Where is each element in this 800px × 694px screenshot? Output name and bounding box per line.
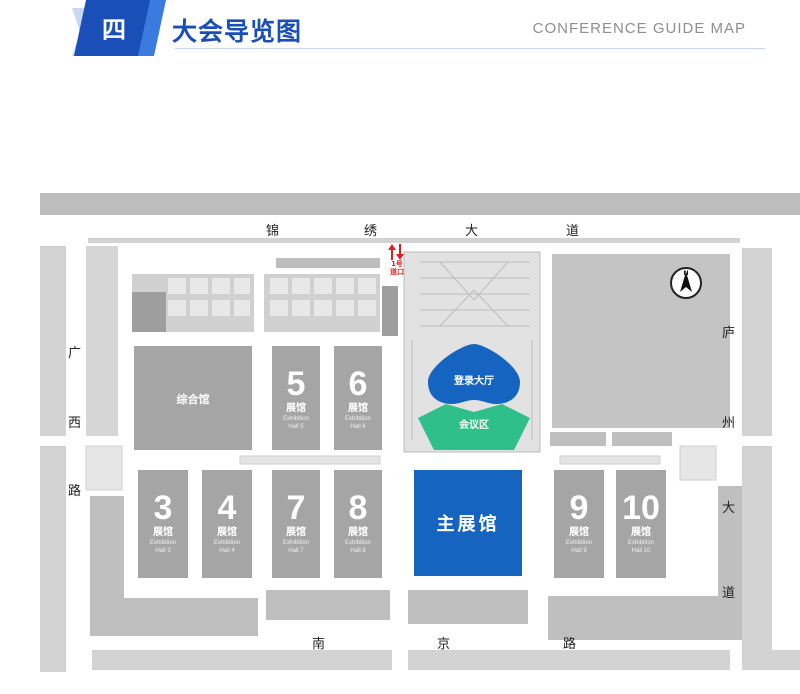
hall-8 [334, 470, 382, 578]
hall-10 [616, 470, 666, 578]
south-strip-1 [92, 650, 392, 670]
east-strip [742, 248, 772, 436]
entrance-label-line1: 1号 [391, 260, 403, 268]
road-south-1: 南 [312, 637, 326, 652]
hall-5 [272, 346, 320, 450]
hall-9-number: 9 [569, 489, 589, 527]
main-hall [414, 470, 522, 576]
conference-area-shape [418, 404, 530, 450]
east-block-b [679, 445, 717, 481]
road-west-3: 路 [68, 484, 82, 499]
comprehensive-hall-label: 综合馆 [176, 393, 210, 406]
road-north-3: 大 [465, 224, 479, 239]
hall-7-zh: 展馆 [286, 527, 306, 538]
hall-4 [202, 470, 252, 578]
hall-8-en1: Exhibition [344, 540, 371, 546]
southeast-block [548, 486, 742, 640]
hall-10-en1: Exhibition [627, 540, 654, 546]
hall-7-en2: Hall 7 [288, 548, 304, 554]
hall-8-number: 8 [348, 489, 368, 527]
hall-5-en2: Hall 5 [288, 424, 304, 430]
page-subtitle: CONFERENCE GUIDE MAP [532, 20, 746, 37]
header-divider [175, 48, 765, 49]
hall-3-label: 3 展馆 Exhibition Hall 3 [138, 490, 188, 555]
hall-7 [272, 470, 320, 578]
road-east-1: 庐 [722, 326, 736, 341]
hall-5-zh: 展馆 [286, 403, 306, 414]
hall-9-en2: Hall 9 [571, 548, 587, 554]
hall-6-zh: 展馆 [348, 403, 368, 414]
hall-6-en1: Exhibition [344, 416, 371, 422]
west-strip [40, 246, 66, 436]
page-title: 大会导览图 [172, 17, 303, 46]
road-south-2: 京 [437, 637, 451, 652]
entrance-label-line2: 道口 [390, 268, 404, 276]
hall-9-label: 9 展馆 Exhibition Hall 9 [554, 490, 604, 555]
road-east-4: 道 [722, 586, 736, 601]
hall-3-en2: Hall 3 [155, 548, 171, 554]
hall-7-label: 7 展馆 Exhibition Hall 7 [272, 490, 320, 555]
road-west-1: 广 [68, 346, 82, 361]
hall-10-number: 10 [622, 489, 660, 527]
road-north-4: 道 [566, 224, 580, 239]
road-west-2: 西 [68, 416, 82, 431]
hall-3-number: 3 [153, 489, 173, 527]
hall-6 [334, 346, 382, 450]
north-road-band [40, 193, 800, 215]
hall-6-number: 6 [348, 365, 368, 403]
hall-10-en2: Hall 10 [631, 548, 651, 554]
hall-4-number: 4 [217, 489, 237, 527]
hall-5-en1: Exhibition [282, 416, 309, 422]
hall-3-en1: Exhibition [149, 540, 176, 546]
east-strip-2 [742, 446, 772, 656]
hall-8-zh: 展馆 [348, 527, 368, 538]
hall-7-number: 7 [286, 489, 306, 527]
hall-3 [138, 470, 188, 578]
hall-10-label: 10 展馆 Exhibition Hall 10 [616, 490, 666, 555]
hall-8-label: 8 展馆 Exhibition Hall 8 [334, 490, 382, 555]
header-banner-shape [72, 0, 166, 56]
entrance-arrows [388, 244, 404, 260]
hall-7-en1: Exhibition [282, 540, 309, 546]
comprehensive-hall [134, 346, 252, 450]
hall-9-zh: 展馆 [569, 527, 589, 538]
road-east-2: 州 [722, 416, 736, 431]
hall-9-en1: Exhibition [565, 540, 592, 546]
registration-hall-label: 登录大厅 [454, 376, 494, 387]
hall-4-zh: 展馆 [217, 527, 237, 538]
hall-10-zh: 展馆 [631, 527, 651, 538]
hall-5-number: 5 [286, 365, 306, 403]
road-north-2: 绣 [364, 224, 378, 239]
header: 四 大会导览图 CONFERENCE GUIDE MAP [0, 0, 800, 56]
hall-5-label: 5 展馆 Exhibition Hall 5 [272, 366, 320, 431]
hall-8-en2: Hall 8 [350, 548, 366, 554]
conference-area-label: 会议区 [459, 420, 489, 431]
road-north-1: 锦 [266, 224, 280, 239]
south-strip-3 [742, 650, 800, 670]
registration-hall-shape [428, 344, 520, 404]
hall-3-zh: 展馆 [153, 527, 173, 538]
north-sidewalk [88, 238, 740, 243]
west-strip-2 [40, 446, 66, 672]
south-strip-2 [408, 650, 730, 670]
road-east-3: 大 [722, 501, 736, 516]
hall-6-label: 6 展馆 Exhibition Hall 6 [334, 366, 382, 431]
hall-4-label: 4 展馆 Exhibition Hall 4 [202, 490, 252, 555]
entrance-label: 1号 道口 [384, 260, 410, 276]
west-block-b [85, 445, 123, 491]
hall-6-en2: Hall 6 [350, 424, 366, 430]
hall-9 [554, 470, 604, 578]
compass-label: N [683, 270, 689, 277]
east-building [552, 254, 730, 428]
hall-4-en2: Hall 4 [219, 548, 235, 554]
main-hall-label: 主展馆 [436, 514, 500, 535]
compass-arrow-icon [680, 272, 692, 292]
hall-4-en1: Exhibition [213, 540, 240, 546]
section-number: 四 [102, 16, 126, 44]
southwest-block [90, 496, 258, 636]
west-block-a [86, 246, 118, 436]
road-south-3: 路 [563, 637, 577, 652]
